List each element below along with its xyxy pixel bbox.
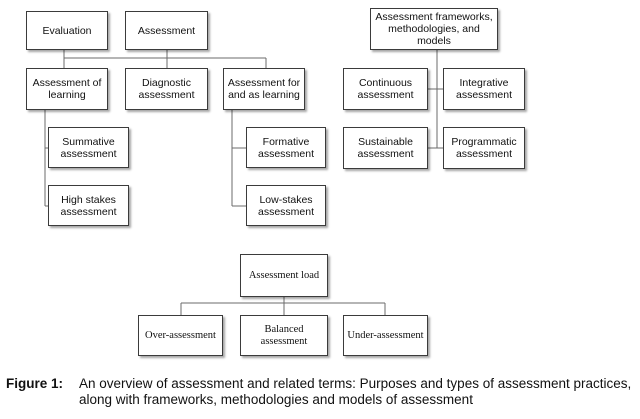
- continuous-assessment-box: Continuous assessment: [343, 68, 428, 110]
- assessment-of-learning-box: Assessment of learning: [26, 68, 108, 110]
- summative-assessment-label: Summative assessment: [60, 135, 117, 160]
- integrative-assessment-box: Integrative assessment: [443, 68, 525, 110]
- evaluation-label: Evaluation: [42, 24, 92, 37]
- balanced-assessment-label: Balanced assessment: [260, 323, 308, 347]
- continuous-assessment-label: Continuous assessment: [357, 77, 414, 101]
- sustainable-assessment-box: Sustainable assessment: [343, 127, 428, 169]
- low-stakes-assessment-label: Low-stakes assessment: [257, 193, 315, 218]
- summative-assessment-box: Summative assessment: [48, 127, 129, 168]
- sustainable-assessment-label: Sustainable assessment: [357, 136, 414, 160]
- evaluation-box: Evaluation: [26, 11, 108, 50]
- assessment-load-label: Assessment load: [248, 269, 320, 281]
- low-stakes-assessment-box: Low-stakes assessment: [246, 185, 326, 226]
- assessment-label: Assessment: [137, 24, 196, 37]
- formative-assessment-box: Formative assessment: [246, 127, 326, 168]
- assessment-for-as-learning-box: Assessment for and as learning: [223, 68, 305, 110]
- balanced-assessment-box: Balanced assessment: [240, 315, 328, 356]
- assessment-box: Assessment: [125, 11, 208, 50]
- over-assessment-label: Over-assessment: [145, 329, 216, 341]
- frameworks-label: Assessment frameworks, methodologies, an…: [375, 11, 493, 47]
- figure-caption-text: An overview of assessment and related te…: [79, 376, 632, 407]
- figure-label: Figure 1:: [6, 376, 64, 391]
- assessment-of-learning-label: Assessment of learning: [32, 77, 102, 101]
- assessment-load-box: Assessment load: [240, 254, 328, 297]
- integrative-assessment-label: Integrative assessment: [455, 77, 513, 101]
- formative-assessment-label: Formative assessment: [257, 135, 315, 160]
- programmatic-assessment-label: Programmatic assessment: [451, 136, 517, 160]
- frameworks-box: Assessment frameworks, methodologies, an…: [370, 8, 498, 50]
- high-stakes-assessment-label: High stakes assessment: [60, 193, 117, 218]
- high-stakes-assessment-box: High stakes assessment: [48, 185, 129, 226]
- assessment-for-as-learning-label: Assessment for and as learning: [227, 77, 301, 101]
- under-assessment-box: Under-assessment: [343, 315, 428, 356]
- over-assessment-box: Over-assessment: [138, 315, 223, 356]
- under-assessment-label: Under-assessment: [347, 329, 424, 341]
- diagnostic-assessment-label: Diagnostic assessment: [138, 77, 195, 101]
- diagnostic-assessment-box: Diagnostic assessment: [125, 68, 208, 110]
- programmatic-assessment-box: Programmatic assessment: [443, 127, 525, 169]
